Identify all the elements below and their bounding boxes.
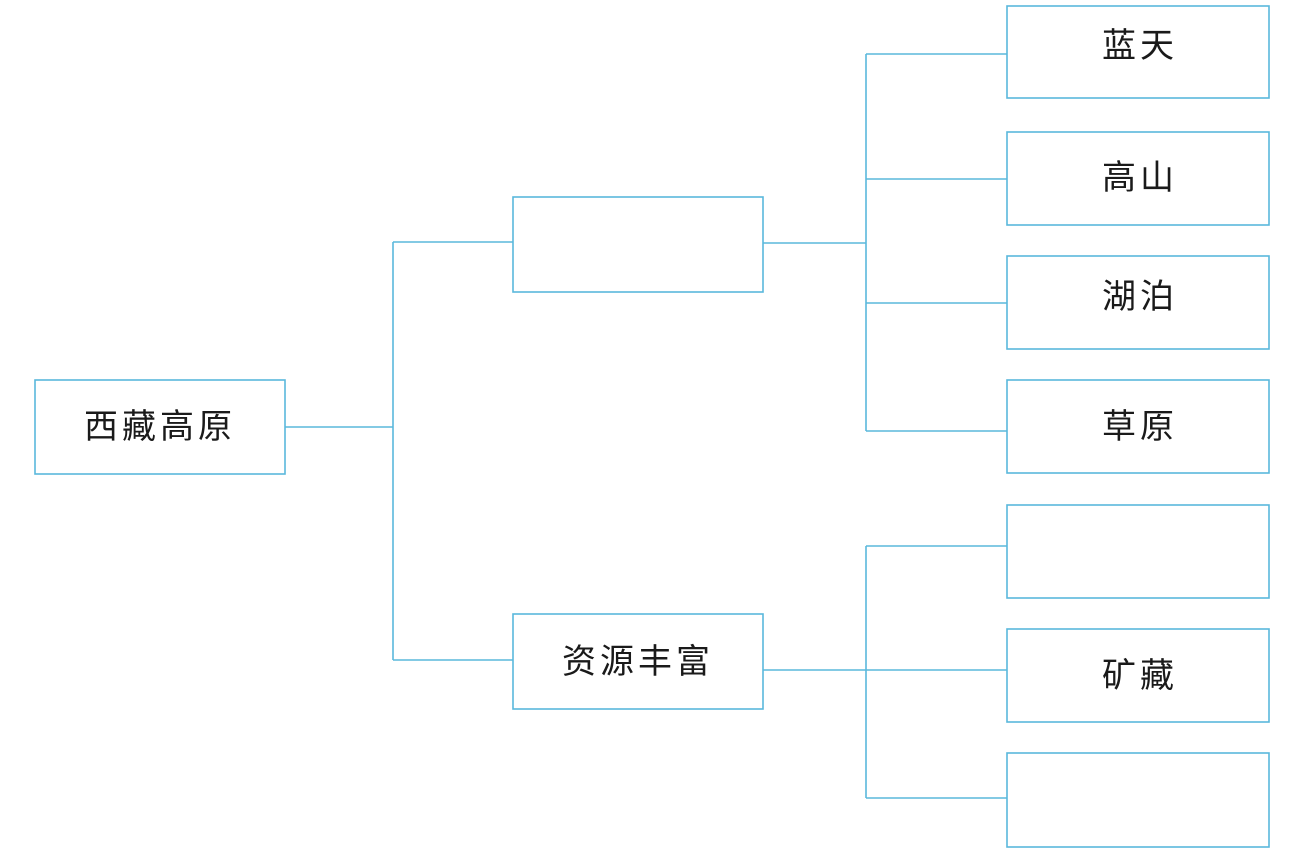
root-node-box — [34, 379, 286, 475]
branch-node-2-box — [512, 613, 764, 710]
leaf-node-2-3-box — [1006, 752, 1270, 848]
root-node: 西藏高原 — [34, 379, 286, 475]
leaf-node-2-1-box — [1006, 504, 1270, 599]
leaf-node-1-3-box — [1006, 255, 1270, 350]
branch-1-connectors — [763, 53, 1007, 432]
leaf-node-1-4-label: 草原 — [1102, 407, 1178, 447]
branch-2-connectors — [763, 545, 1007, 799]
branch-node-2-label: 资源丰富 — [562, 642, 714, 682]
leaf-node-1-2-box — [1006, 131, 1270, 226]
root-node-label: 西藏高原 — [84, 407, 236, 447]
leaf-node-2-2: 矿藏 — [1006, 628, 1270, 723]
leaf-node-1-2: 高山 — [1006, 131, 1270, 226]
leaf-node-1-1-label: 蓝天 — [1102, 26, 1178, 66]
leaf-node-2-1 — [1006, 504, 1270, 599]
leaf-node-2-2-label: 矿藏 — [1102, 656, 1178, 696]
leaf-node-1-4: 草原 — [1006, 379, 1270, 474]
root-connectors — [285, 241, 513, 661]
branch-node-2: 资源丰富 — [512, 613, 764, 710]
branch-node-1 — [512, 196, 764, 293]
leaf-node-2-2-box — [1006, 628, 1270, 723]
leaf-node-1-1-box — [1006, 5, 1270, 99]
leaf-node-2-3 — [1006, 752, 1270, 848]
leaf-node-1-4-box — [1006, 379, 1270, 474]
leaf-node-1-3-label: 湖泊 — [1102, 277, 1178, 317]
leaf-node-1-3: 湖泊 — [1006, 255, 1270, 350]
leaf-node-1-1: 蓝天 — [1006, 5, 1270, 99]
leaf-node-1-2-label: 高山 — [1102, 158, 1178, 198]
branch-node-1-box — [512, 196, 764, 293]
